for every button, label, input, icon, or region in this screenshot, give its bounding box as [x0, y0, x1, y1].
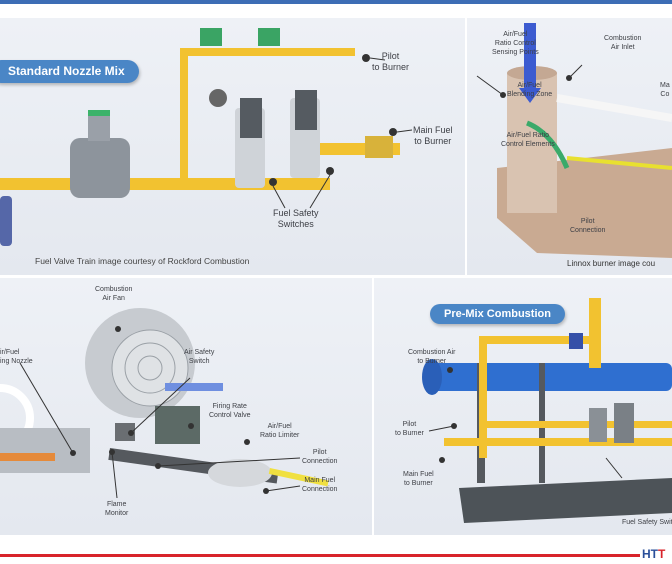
linnox-burner-illustration	[476, 23, 672, 258]
label-flame-monitor: Flame Monitor	[105, 501, 129, 517]
label-air-safety-switch: Air Safety Switch	[184, 349, 215, 365]
standard-nozzle-mix-panel: Standard Nozzle Mix Pilot to Burner Main…	[0, 18, 465, 275]
label-firing-nozzle: ir/Fuel ing Nozzle	[0, 349, 33, 365]
label-combustion-air-fan: Combustion Air Fan	[95, 286, 133, 302]
pre-mix-combustion-title: Pre-Mix Combustion	[430, 304, 565, 324]
label-ratio-control-elements: Air/Fuel Ratio Control Elements	[501, 132, 555, 148]
label-main-fuel-connection: Main Fuel Connection	[302, 477, 338, 493]
pre-mix-combustion-panel: Pre-Mix Combustion Combustion Air to Bur…	[374, 278, 672, 535]
label-fuel-safety-switches: Fuel Safety Swit	[622, 519, 672, 526]
linnox-burner-panel: Air/Fuel Ratio Control Sensing Points Co…	[467, 18, 672, 275]
image-credit-caption: Fuel Valve Train image courtesy of Rockf…	[35, 256, 250, 266]
htt-logo: HTT	[642, 547, 665, 561]
label-fuel-safety-switches: Fuel Safety Switches	[273, 208, 319, 229]
label-firing-rate-control-valve: Firing Rate Control Valve	[209, 403, 251, 419]
label-main-fuel-to-burner: Main Fuel to Burner	[403, 471, 434, 487]
label-pilot-connection: Pilot Connection	[302, 449, 338, 465]
label-pilot-to-burner: Pilot to Burner	[372, 51, 410, 72]
footer-red-line	[0, 554, 640, 557]
pre-mix-skid-illustration	[422, 298, 672, 523]
label-main-fuel-to-burner: Main Fuel to Burner	[413, 125, 453, 146]
fan-burner-panel: Combustion Air Fan ir/Fuel ing Nozzle Ai…	[0, 278, 372, 535]
label-blending-zone: Air/Fuel Blending Zone	[507, 82, 553, 98]
logo-text: HT	[642, 547, 658, 561]
standard-nozzle-mix-title: Standard Nozzle Mix	[0, 60, 139, 83]
fuel-valve-train-illustration	[0, 28, 413, 246]
top-accent-bar	[0, 0, 672, 4]
label-combustion-air-to-burner: Combustion Air to Burner	[408, 349, 456, 365]
logo-text-accent: T	[658, 547, 666, 561]
label-pilot-to-burner: Pilot to Burner	[395, 421, 424, 437]
label-partial-main-connection: Ma Co	[660, 82, 670, 98]
label-ratio-limiter: Air/Fuel Ratio Limiter	[260, 423, 300, 439]
image-credit-caption: Linnox burner image cou	[567, 259, 656, 268]
label-sensing-points: Air/Fuel Ratio Control Sensing Points	[492, 31, 539, 56]
fan-burner-illustration	[0, 308, 329, 499]
label-combustion-air-inlet: Combustion Air Inlet	[604, 35, 642, 51]
label-pilot-connection: Pilot Connection	[570, 218, 606, 234]
